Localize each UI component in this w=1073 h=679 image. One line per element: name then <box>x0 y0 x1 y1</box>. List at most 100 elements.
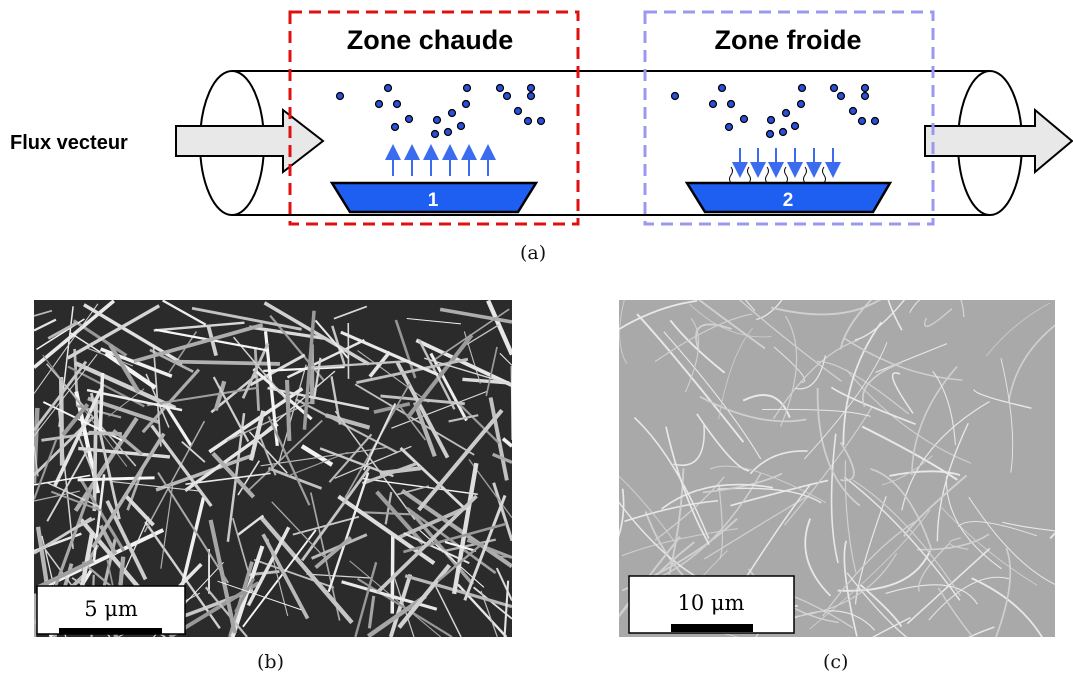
nanowire-texture <box>845 369 972 464</box>
nanowire-texture <box>762 408 871 417</box>
nanowire-texture <box>669 319 726 374</box>
nanowire-texture <box>191 306 302 331</box>
nanowire-texture <box>949 537 969 550</box>
nanowire-texture <box>110 480 199 492</box>
nanowire-texture <box>909 300 921 313</box>
nanowire-texture <box>349 560 442 637</box>
nanowire-texture <box>924 308 953 327</box>
nanowire-texture <box>654 313 753 363</box>
nanowire-texture <box>497 555 512 558</box>
nanowire-texture <box>862 361 902 408</box>
nanowire-texture <box>330 376 342 425</box>
nanowire-texture <box>1002 521 1055 532</box>
nanowire-texture <box>703 494 810 560</box>
nanowire-texture <box>772 339 859 420</box>
nanowire-texture <box>485 346 498 397</box>
nanowire-texture <box>34 474 91 486</box>
nanowire-texture <box>34 516 93 555</box>
nanowire-texture <box>957 521 1038 537</box>
nanowire-texture <box>234 577 256 613</box>
nanowire-texture <box>237 514 265 536</box>
nanowire-texture <box>133 322 264 364</box>
nanowire-texture <box>373 402 411 414</box>
nanowire-texture <box>842 321 883 446</box>
nanowire-texture <box>488 397 509 481</box>
nanowire-texture <box>162 300 207 326</box>
nanowire-texture <box>492 452 512 464</box>
nanowire-texture <box>689 303 772 338</box>
nanowire-texture <box>327 472 370 593</box>
nanowire-texture <box>89 392 121 520</box>
nanowire-texture <box>340 330 439 377</box>
nanowire-texture <box>773 346 806 383</box>
source-boat <box>329 181 539 214</box>
nanowire-texture <box>424 357 512 386</box>
nanowire-texture <box>112 428 144 456</box>
nanowire-texture <box>52 388 103 488</box>
vapor-particles-hot <box>335 83 546 139</box>
nanowire-texture <box>36 558 95 590</box>
substrate-boat <box>684 181 893 214</box>
nanowire-texture <box>328 433 373 483</box>
nanowire-texture <box>871 617 911 637</box>
nanowire-texture <box>466 538 512 559</box>
nanowire-texture <box>619 488 625 538</box>
nanowire-texture <box>906 547 991 625</box>
nanowire-growth <box>729 166 826 184</box>
nanowire-texture <box>463 494 507 601</box>
nanowire-texture <box>247 419 323 492</box>
nanowire-texture <box>126 469 144 511</box>
nanowire-texture <box>284 379 292 442</box>
nanowire-texture <box>885 584 978 605</box>
nanowire-texture <box>784 406 873 526</box>
nanowire-texture <box>241 342 270 399</box>
nanowire-texture <box>775 552 898 619</box>
nanowire-texture <box>257 431 277 476</box>
nanowire-texture <box>144 521 221 629</box>
nanowire-texture <box>61 402 90 437</box>
nanowire-texture <box>887 300 903 331</box>
nanowire-texture <box>271 501 328 561</box>
scale-bar-label-b: 5 μm <box>84 597 138 621</box>
nanowire-texture <box>314 536 353 570</box>
tube <box>199 70 1023 216</box>
scale-bar-box-c <box>628 575 795 634</box>
nanowire-texture <box>325 413 371 430</box>
nanowire-texture <box>286 338 365 379</box>
nanowire-texture <box>466 324 500 346</box>
nanowire-texture <box>1049 532 1055 540</box>
nanowire-texture <box>34 309 53 317</box>
nanowire-texture <box>699 395 807 423</box>
nanowire-texture <box>77 476 155 482</box>
caption-a: (a) <box>520 242 547 264</box>
nanowire-texture <box>839 441 855 482</box>
nanowire-texture <box>300 444 334 467</box>
nanowire-texture <box>816 360 910 415</box>
nanowire-texture <box>263 365 345 372</box>
nanowire-texture <box>91 432 166 549</box>
nanowire-texture <box>152 344 162 447</box>
nanowire-texture <box>168 330 198 374</box>
nanowire-texture <box>46 446 90 522</box>
nanowire-texture <box>356 357 469 385</box>
nanowire-texture <box>164 404 193 447</box>
nanowire-texture <box>406 317 462 325</box>
nanowire-texture <box>34 360 88 432</box>
nanowire-texture <box>34 407 40 484</box>
deposition-arrows <box>732 148 841 178</box>
nanowire-texture <box>341 580 438 611</box>
caption-c: (c) <box>823 651 849 673</box>
nanowire-texture <box>70 332 101 353</box>
nanowire-texture <box>1000 358 1014 473</box>
nanowire-texture <box>417 408 504 512</box>
nanowire-texture <box>636 313 745 443</box>
nanowire-texture <box>260 446 387 467</box>
nanowire-texture <box>619 300 628 364</box>
nanowire-texture <box>313 357 322 398</box>
evaporation-arrows <box>385 144 496 176</box>
nanowire-texture <box>34 490 80 502</box>
nanowire-texture <box>46 363 137 467</box>
nanowire-texture <box>211 451 256 499</box>
nanowire-texture <box>395 361 450 459</box>
nanowire-texture <box>937 587 974 637</box>
